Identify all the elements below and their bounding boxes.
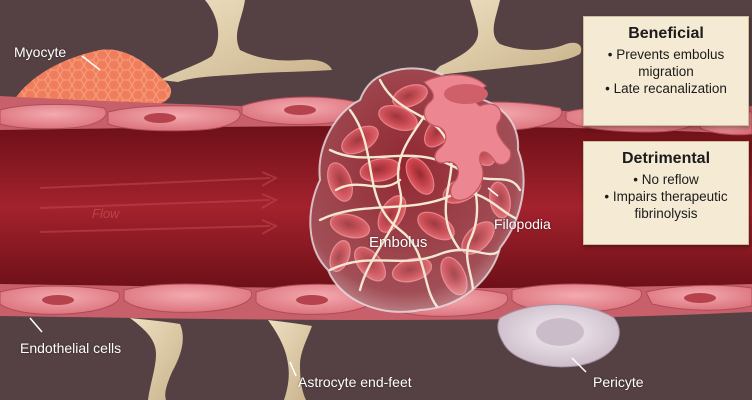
detrimental-title: Detrimental: [584, 150, 748, 168]
detrimental-list: • No reflow • Impairs therapeutic fibrin…: [584, 171, 748, 222]
endothelial-cells-label: Endothelial cells: [20, 340, 121, 356]
beneficial-item: • Late recanalization: [584, 80, 748, 97]
detrimental-item: fibrinolysis: [584, 205, 748, 222]
detrimental-item: • No reflow: [584, 171, 748, 188]
detrimental-item: • Impairs therapeutic: [584, 188, 748, 205]
filopodia-label: Filopodia: [494, 216, 551, 232]
embolus-label: Embolus: [369, 234, 427, 251]
beneficial-list: • Prevents embolus migration • Late reca…: [584, 46, 748, 97]
beneficial-box: Beneficial • Prevents embolus migration …: [583, 16, 749, 126]
beneficial-item: • Prevents embolus: [584, 46, 748, 63]
beneficial-title: Beneficial: [584, 25, 748, 43]
myocyte-label: Myocyte: [14, 44, 66, 60]
beneficial-item: migration: [584, 63, 748, 80]
detrimental-box: Detrimental • No reflow • Impairs therap…: [583, 141, 749, 245]
flow-label: Flow: [92, 206, 119, 221]
astrocyte-end-feet-label: Astrocyte end-feet: [298, 374, 412, 390]
pericyte-label: Pericyte: [593, 374, 644, 390]
